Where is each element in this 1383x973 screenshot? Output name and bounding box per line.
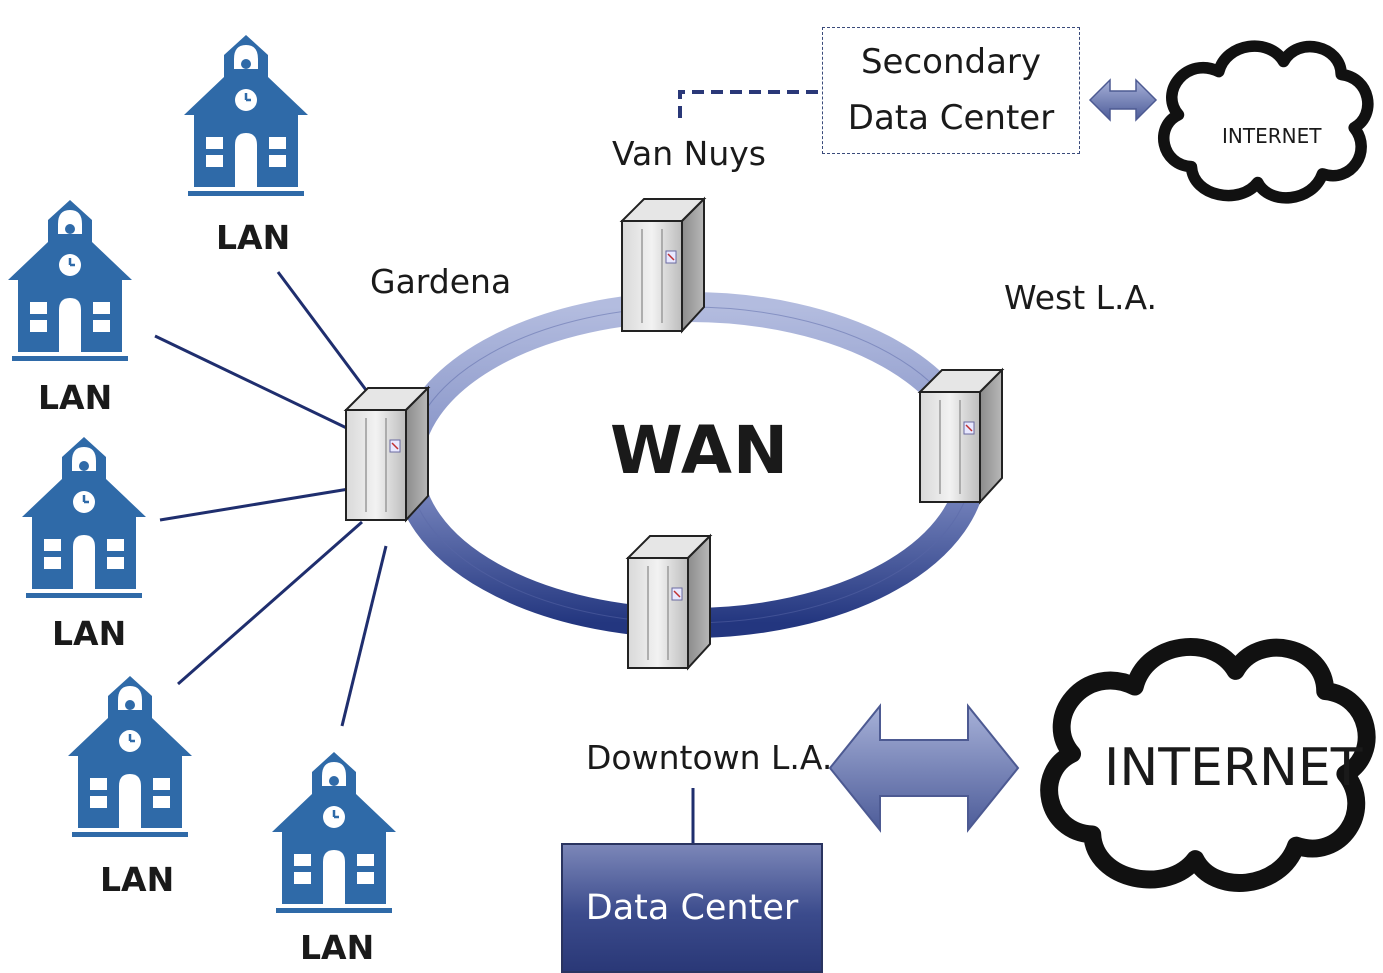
schoolhouse-icon <box>20 435 148 600</box>
server-icon <box>345 387 429 521</box>
lan-label: LAN <box>52 614 127 653</box>
schoolhouse-icon <box>66 674 194 839</box>
wan-label: WAN <box>610 412 790 489</box>
lan-link-5 <box>340 545 388 727</box>
lan-label: LAN <box>216 218 291 257</box>
secondary-data-center-line1: Secondary <box>860 42 1042 82</box>
data-center-label: Data Center <box>585 888 799 928</box>
server-icon <box>627 535 711 669</box>
double-arrow-icon <box>1088 78 1158 122</box>
schoolhouse-icon <box>182 33 310 198</box>
schoolhouse-icon <box>6 198 134 363</box>
secondary-dc-link <box>678 90 822 118</box>
site-label-gardena: Gardena <box>370 262 512 301</box>
secondary-data-center-line2: Data Center <box>847 98 1055 138</box>
site-label-downtown-la: Downtown L.A. <box>586 738 833 777</box>
lan-label: LAN <box>100 860 175 899</box>
server-icon <box>919 369 1003 503</box>
internet-label-large: INTERNET <box>1104 738 1363 798</box>
lan-link-3 <box>159 486 356 522</box>
lan-label: LAN <box>38 378 113 417</box>
lan-label: LAN <box>300 928 375 967</box>
internet-label-small: INTERNET <box>1222 124 1322 148</box>
server-icon <box>621 198 705 332</box>
cloud-icon <box>1164 46 1368 198</box>
double-arrow-icon <box>828 703 1020 833</box>
lan-link-4 <box>177 520 363 686</box>
site-label-west-la: West L.A. <box>1004 278 1157 317</box>
schoolhouse-icon <box>270 750 398 915</box>
site-label-van-nuys: Van Nuys <box>612 134 766 173</box>
lan-link-1 <box>276 271 374 399</box>
data-center-box: Data Center <box>561 843 823 973</box>
lan-links <box>154 271 388 727</box>
secondary-data-center-box: Secondary Data Center <box>822 27 1080 154</box>
lan-link-2 <box>154 334 356 434</box>
